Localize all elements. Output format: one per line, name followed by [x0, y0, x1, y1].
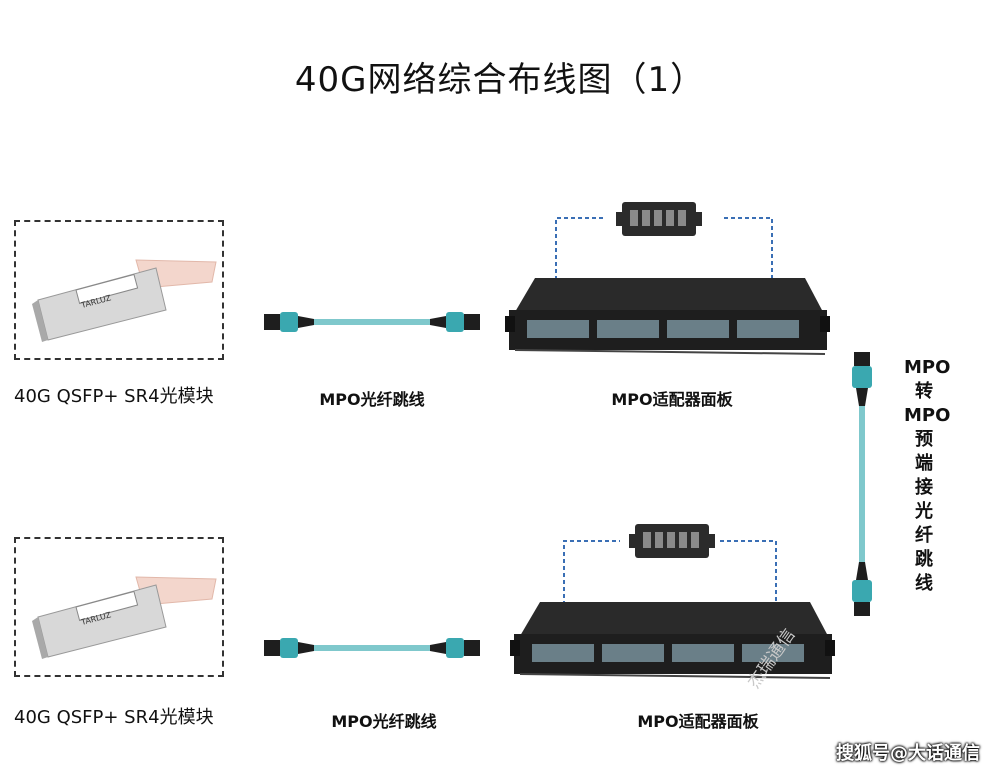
side-label-char: 线 [915, 573, 933, 594]
mpo-to-mpo-cable [852, 352, 872, 616]
side-label-char: MPO [904, 357, 951, 378]
side-label-char: 预 [915, 429, 933, 450]
module-label-bottom: 40G QSFP+ SR4光模块 [14, 707, 214, 728]
qsfp-module-frame-top: TARLUZ [14, 220, 224, 360]
source-watermark: 搜狐号@大话通信 [836, 743, 980, 764]
module-label-top: 40G QSFP+ SR4光模块 [14, 386, 214, 407]
mpo-adapter-panel-top [505, 278, 830, 355]
side-label-char: MPO [904, 405, 951, 426]
cable-label-top: MPO光纤跳线 [319, 390, 425, 409]
side-label-char: 端 [915, 453, 933, 474]
side-label-char: 跳 [915, 549, 933, 570]
side-label-char: 接 [915, 477, 933, 498]
qsfp-module-frame-bottom: TARLUZ [14, 537, 224, 677]
side-cable-label: MPO 转 MPO 预 端 接 光 纤 跳 线 [904, 356, 951, 596]
adapter-guide-lines-bottom [563, 540, 777, 605]
cable-label-bottom: MPO光纤跳线 [331, 712, 437, 731]
mpo-adapter-icon-top [616, 202, 702, 236]
side-label-char: 纤 [915, 525, 933, 546]
mpo-adapter-panel-bottom [510, 602, 835, 679]
qsfp-module-icon: TARLUZ [32, 259, 217, 342]
qsfp-module-icon: TARLUZ [32, 576, 217, 659]
mpo-adapter-icon-bottom [629, 524, 715, 558]
adapter-guide-lines-top [555, 217, 773, 280]
side-label-char: 光 [915, 501, 933, 522]
side-label-char: 转 [915, 381, 933, 402]
page-title: 40G网络综合布线图（1） [294, 60, 706, 100]
mpo-patch-cable-bottom [264, 638, 480, 658]
panel-label-bottom: MPO适配器面板 [637, 712, 759, 731]
panel-label-top: MPO适配器面板 [611, 390, 733, 409]
mpo-patch-cable-top [264, 312, 480, 332]
